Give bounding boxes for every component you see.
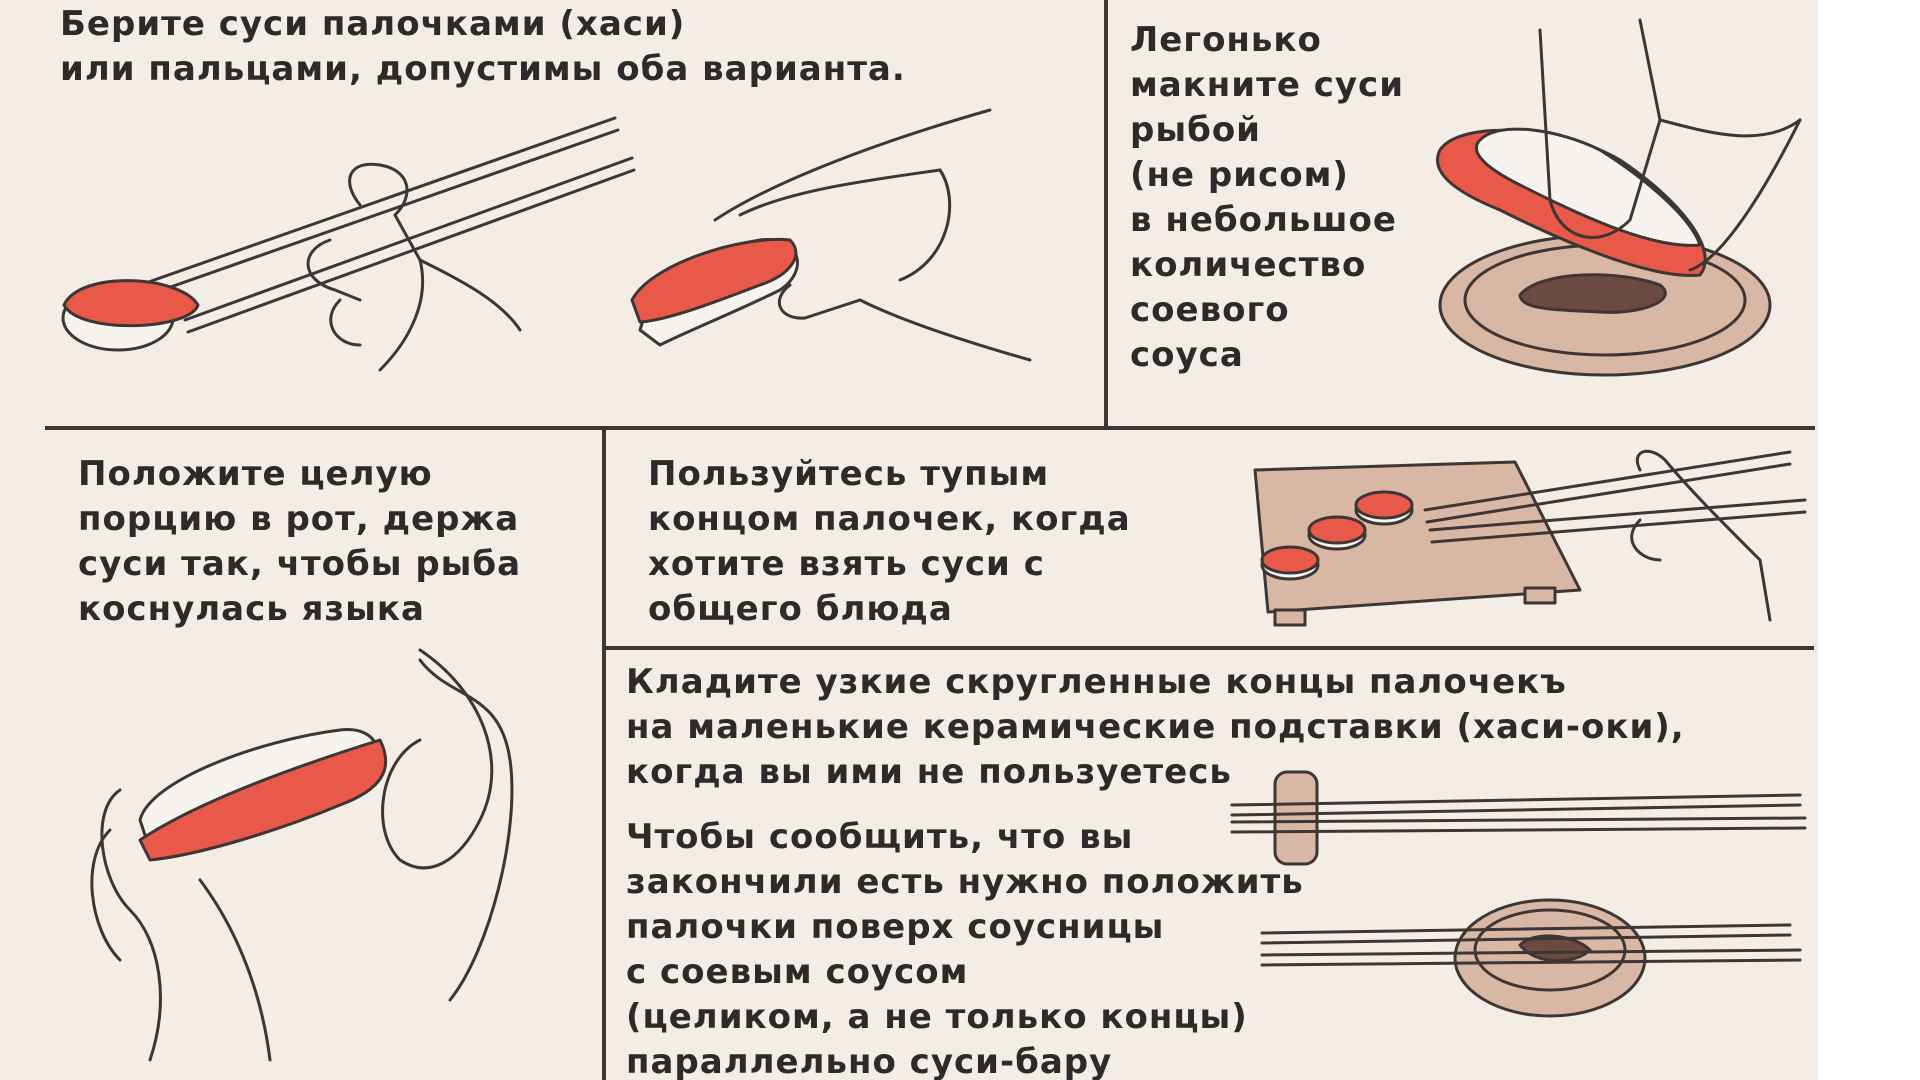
panel-finish-text: Чтобы сообщить, что вы закончили есть ну…	[626, 817, 1304, 1080]
panel-rest-text: Кладите узкие скругленные концы палочекъ…	[626, 662, 1685, 792]
sushi-piece-1	[61, 279, 200, 352]
fingers-holding-sushi-icon	[630, 108, 1032, 362]
divider-bottom-vertical	[602, 428, 606, 1080]
mouth-eating-sushi-icon	[90, 648, 514, 1062]
divider-horizontal-middle	[45, 426, 1815, 430]
panel-dip-text: Легонько макните суси рыбой (не рисом) в…	[1130, 20, 1405, 375]
dipping-sushi-icon	[1436, 18, 1802, 377]
sushi-board-icon	[1253, 449, 1807, 627]
chopsticks-hand-icon	[138, 116, 636, 372]
right-margin	[1818, 0, 1920, 1080]
divider-top-vertical	[1104, 0, 1108, 430]
sauce-dish-chopsticks-icon	[1260, 898, 1802, 1018]
panel-eat-text: Положите целую порцию в рот, держа суси …	[78, 454, 522, 629]
panel-pick-up-text: Берите суси палочками (хаси) или пальцам…	[60, 4, 906, 89]
panel-shared-plate-text: Пользуйтесь тупым концом палочек, когда …	[648, 454, 1131, 629]
hashi-oki-rest-icon	[1230, 770, 1807, 866]
divider-horizontal-lower	[604, 646, 1814, 650]
